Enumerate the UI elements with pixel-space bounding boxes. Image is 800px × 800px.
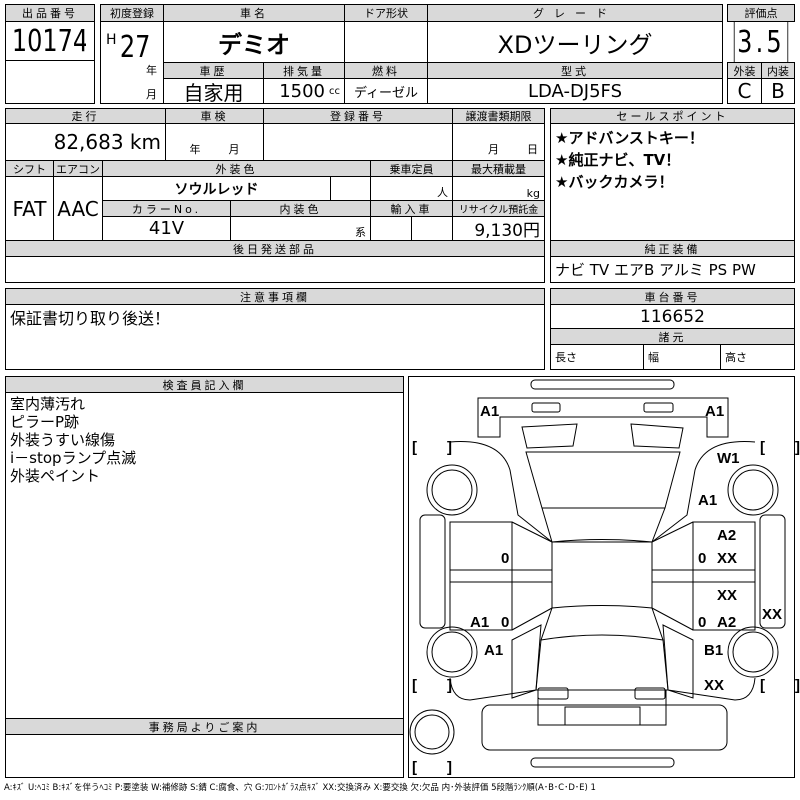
year-unit: 年 [146,64,157,77]
import-cell-1 [370,216,412,241]
chassis-label: 車台番号 [550,288,795,305]
later-parts-value [5,256,545,283]
displacement-value: 1500 [279,80,325,102]
inspector-note: i－stopランプ点滅 [10,449,137,467]
inspector-note: 外装ペイント [10,467,101,485]
shift-label: シフト [5,160,54,177]
spec-height: 高さ [720,344,795,370]
int-color-label: 内装色 [230,200,371,217]
transfer-month-unit: 月 [488,143,499,156]
era: H [106,32,117,48]
interior-label: 内装 [761,62,795,79]
fuel-label: 燃料 [344,62,428,79]
fuel-value: ディーゼル [344,78,428,104]
inspector-note: 外装うすい線傷 [10,431,116,449]
specs-label: 諸元 [550,328,795,345]
color-no-label: カラーNo. [102,200,231,217]
displacement-cell: 1500 cc [263,78,345,104]
inspection-year-unit: 年 [189,143,201,156]
ext-color-extra [330,176,371,201]
model-label: 型式 [427,62,723,79]
reg-year: 27 [119,30,151,65]
recycle-label: リサイクル預託金 [452,200,545,217]
exterior-score: C [727,78,762,104]
model-value: LDA-DJ5FS [427,78,723,104]
lot-blank [5,60,95,104]
month-unit: 月 [146,88,157,101]
score-value: 3.5 [733,21,789,63]
grade-value: XDツーリング [427,21,723,63]
inspector-note: ピラーP跡 [10,413,80,431]
office-value [5,734,404,778]
history-label: 車歴 [163,62,264,79]
notes-label: 注意事項欄 [5,288,545,305]
score-label: 評価点 [727,4,795,22]
displacement-label: 排気量 [263,62,345,79]
exterior-label: 外装 [727,62,762,79]
equipment-value: ナビ TV エアB アルミ PS PW [550,256,795,283]
inspection-month-unit: 月 [228,143,240,156]
aircon-value: AAC [53,176,103,241]
chassis-value: 116652 [550,304,795,329]
inspector-note: 室内薄汚れ [10,395,86,413]
shift-value: FAT [5,176,54,241]
spec-width: 幅 [643,344,721,370]
car-name-label: 車名 [163,4,345,22]
first-reg-label: 初度登録 [100,4,164,22]
car-name: デミオ [163,21,345,63]
inspection-cell: 年月 [165,123,264,161]
color-no-value: 41V [102,216,231,241]
inspector-notes: 室内薄汚れ ピラーP跡 外装うすい線傷 i－stopランプ点滅 外装ペイント [5,392,404,719]
interior-score: B [761,78,795,104]
inspection-label: 車検 [165,108,264,124]
recycle-value: 9,130円 [452,216,545,241]
sales-points-list: ★アドバンストキー！ ★純正ナビ、TV！ ★バックカメラ！ [550,123,795,241]
plate-value [263,123,453,161]
later-parts-label: 後日発送部品 [5,240,545,257]
capacity-label: 乗車定員 [370,160,453,177]
max-load-label: 最大積載量 [452,160,545,177]
mileage-label: 走行 [5,108,166,124]
import-cell-2 [411,216,453,241]
plate-label: 登録番号 [263,108,453,124]
int-color-unit: 系 [230,216,371,241]
legend: A:ｷｽﾞ U:ﾍｺﾐ B:ｷｽﾞを伴うﾍｺﾐ P:要塗装 W:補修跡 S:錆 … [4,783,596,793]
ext-color-label: 外装色 [102,160,371,177]
door-label: ドア形状 [344,4,428,22]
lot-number: 10174 [14,23,86,59]
transfer-day-unit: 日 [527,143,538,156]
sales-point: ★純正ナビ、TV！ [555,151,681,169]
ext-color-value: ソウルレッド [102,176,331,201]
inspector-label: 検査員記入欄 [5,376,404,393]
sales-points-label: セールスポイント [550,108,795,124]
capacity-unit: 人 [370,176,453,201]
grade-label: グレード [427,4,723,22]
transfer-cell: 月日 [452,123,545,161]
mileage-value: 82,683 km [5,123,166,161]
equipment-label: 純正装備 [550,240,795,257]
damage-diagram-box [408,376,795,778]
notes-value: 保証書切り取り後送！ [5,304,545,370]
transfer-label: 譲渡書類期限 [452,108,545,124]
history-value: 自家用 [163,78,264,104]
sales-point: ★バックカメラ！ [555,173,674,191]
office-label: 事務局よりご案内 [5,718,404,735]
spec-length: 長さ [550,344,644,370]
max-load-unit: kg [452,176,545,201]
displacement-unit: cc [329,85,340,97]
import-label: 輸入車 [370,200,453,217]
sales-point: ★アドバンストキー！ [555,129,704,147]
aircon-label: エアコン [53,160,103,177]
notes-text: 保証書切り取り後送！ [10,309,171,328]
door-value [344,21,428,63]
lot-label: 出品番号 [5,4,95,22]
